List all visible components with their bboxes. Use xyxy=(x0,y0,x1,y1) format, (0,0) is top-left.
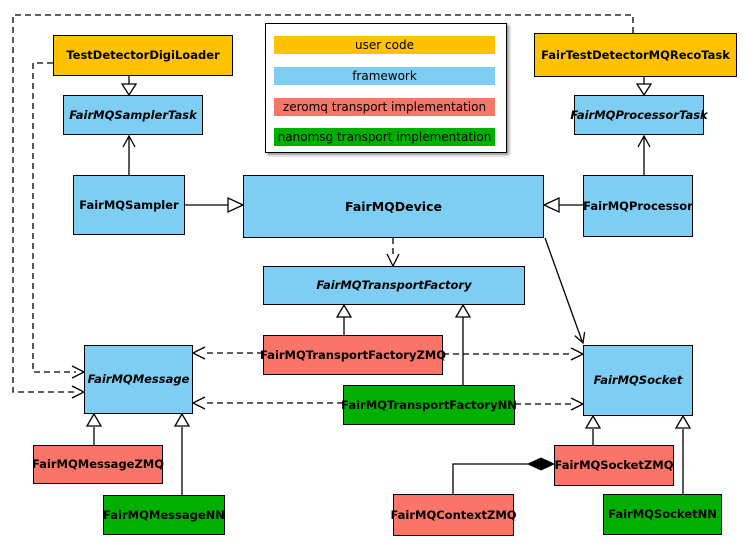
node-fairmq-message-zmq: FairMQMessageZMQ xyxy=(31,445,165,484)
node-fairmq-socket-zmq: FairMQSocketZMQ xyxy=(554,445,674,486)
node-fairmq-transport-factory: FairMQTransportFactory xyxy=(263,266,525,305)
node-fairmq-processor: FairMQProcessor xyxy=(583,175,693,237)
node-fairmq-message-nn: FairMQMessageNN xyxy=(103,495,225,535)
node-label: FairMQSampler xyxy=(79,197,179,212)
node-label: FairMQDevice xyxy=(345,198,442,214)
node-fairmq-socket: FairMQSocket xyxy=(583,345,693,416)
node-fairmq-device: FairMQDevice xyxy=(243,175,544,238)
node-label: FairMQSamplerTask xyxy=(69,107,197,122)
legend-item-nanomsg: nanomsg transport implementation xyxy=(274,128,495,146)
node-test-detector-digi-loader: TestDetectorDigiLoader xyxy=(53,35,233,76)
node-label: FairMQTransportFactoryNN xyxy=(341,397,517,412)
node-label: FairMQMessage xyxy=(87,372,190,387)
node-fair-test-detector-mq-reco-task: FairTestDetectorMQRecoTask xyxy=(534,33,737,77)
legend-label: user code xyxy=(355,38,414,52)
node-fairmq-sampler: FairMQSampler xyxy=(73,175,185,235)
node-label: FairMQTransportFactory xyxy=(316,278,472,293)
node-label: FairMQProcessorTask xyxy=(570,107,708,122)
node-label: FairMQTransportFactoryZMQ xyxy=(260,347,447,362)
node-label: FairMQSocketNN xyxy=(608,507,717,522)
node-fairmq-transport-factory-zmq: FairMQTransportFactoryZMQ xyxy=(260,335,447,375)
node-label: FairMQMessageZMQ xyxy=(31,457,165,472)
node-fairmq-socket-nn: FairMQSocketNN xyxy=(603,494,722,535)
node-label: FairMQSocket xyxy=(593,373,683,388)
legend-label: framework xyxy=(352,69,417,83)
node-label: FairMQProcessor xyxy=(583,198,693,213)
legend-item-user-code: user code xyxy=(274,36,495,54)
node-label: FairTestDetectorMQRecoTask xyxy=(541,47,730,62)
node-fairmq-message: FairMQMessage xyxy=(84,345,193,414)
node-fairmq-processor-task: FairMQProcessorTask xyxy=(570,95,708,135)
node-label: TestDetectorDigiLoader xyxy=(66,48,220,63)
node-fairmq-context-zmq: FairMQContextZMQ xyxy=(390,494,517,536)
node-label: FairMQSocketZMQ xyxy=(554,458,674,473)
legend-item-framework: framework xyxy=(274,67,495,85)
node-fairmq-sampler-task: FairMQSamplerTask xyxy=(63,95,203,135)
node-fairmq-transport-factory-nn: FairMQTransportFactoryNN xyxy=(341,385,517,425)
node-label: FairMQContextZMQ xyxy=(390,507,517,522)
legend-label: nanomsg transport implementation xyxy=(277,130,492,144)
legend: user code framework zeromq transport imp… xyxy=(265,23,507,153)
node-label: FairMQMessageNN xyxy=(103,507,225,522)
legend-item-zeromq: zeromq transport implementation xyxy=(274,98,495,116)
legend-label: zeromq transport implementation xyxy=(282,100,487,114)
